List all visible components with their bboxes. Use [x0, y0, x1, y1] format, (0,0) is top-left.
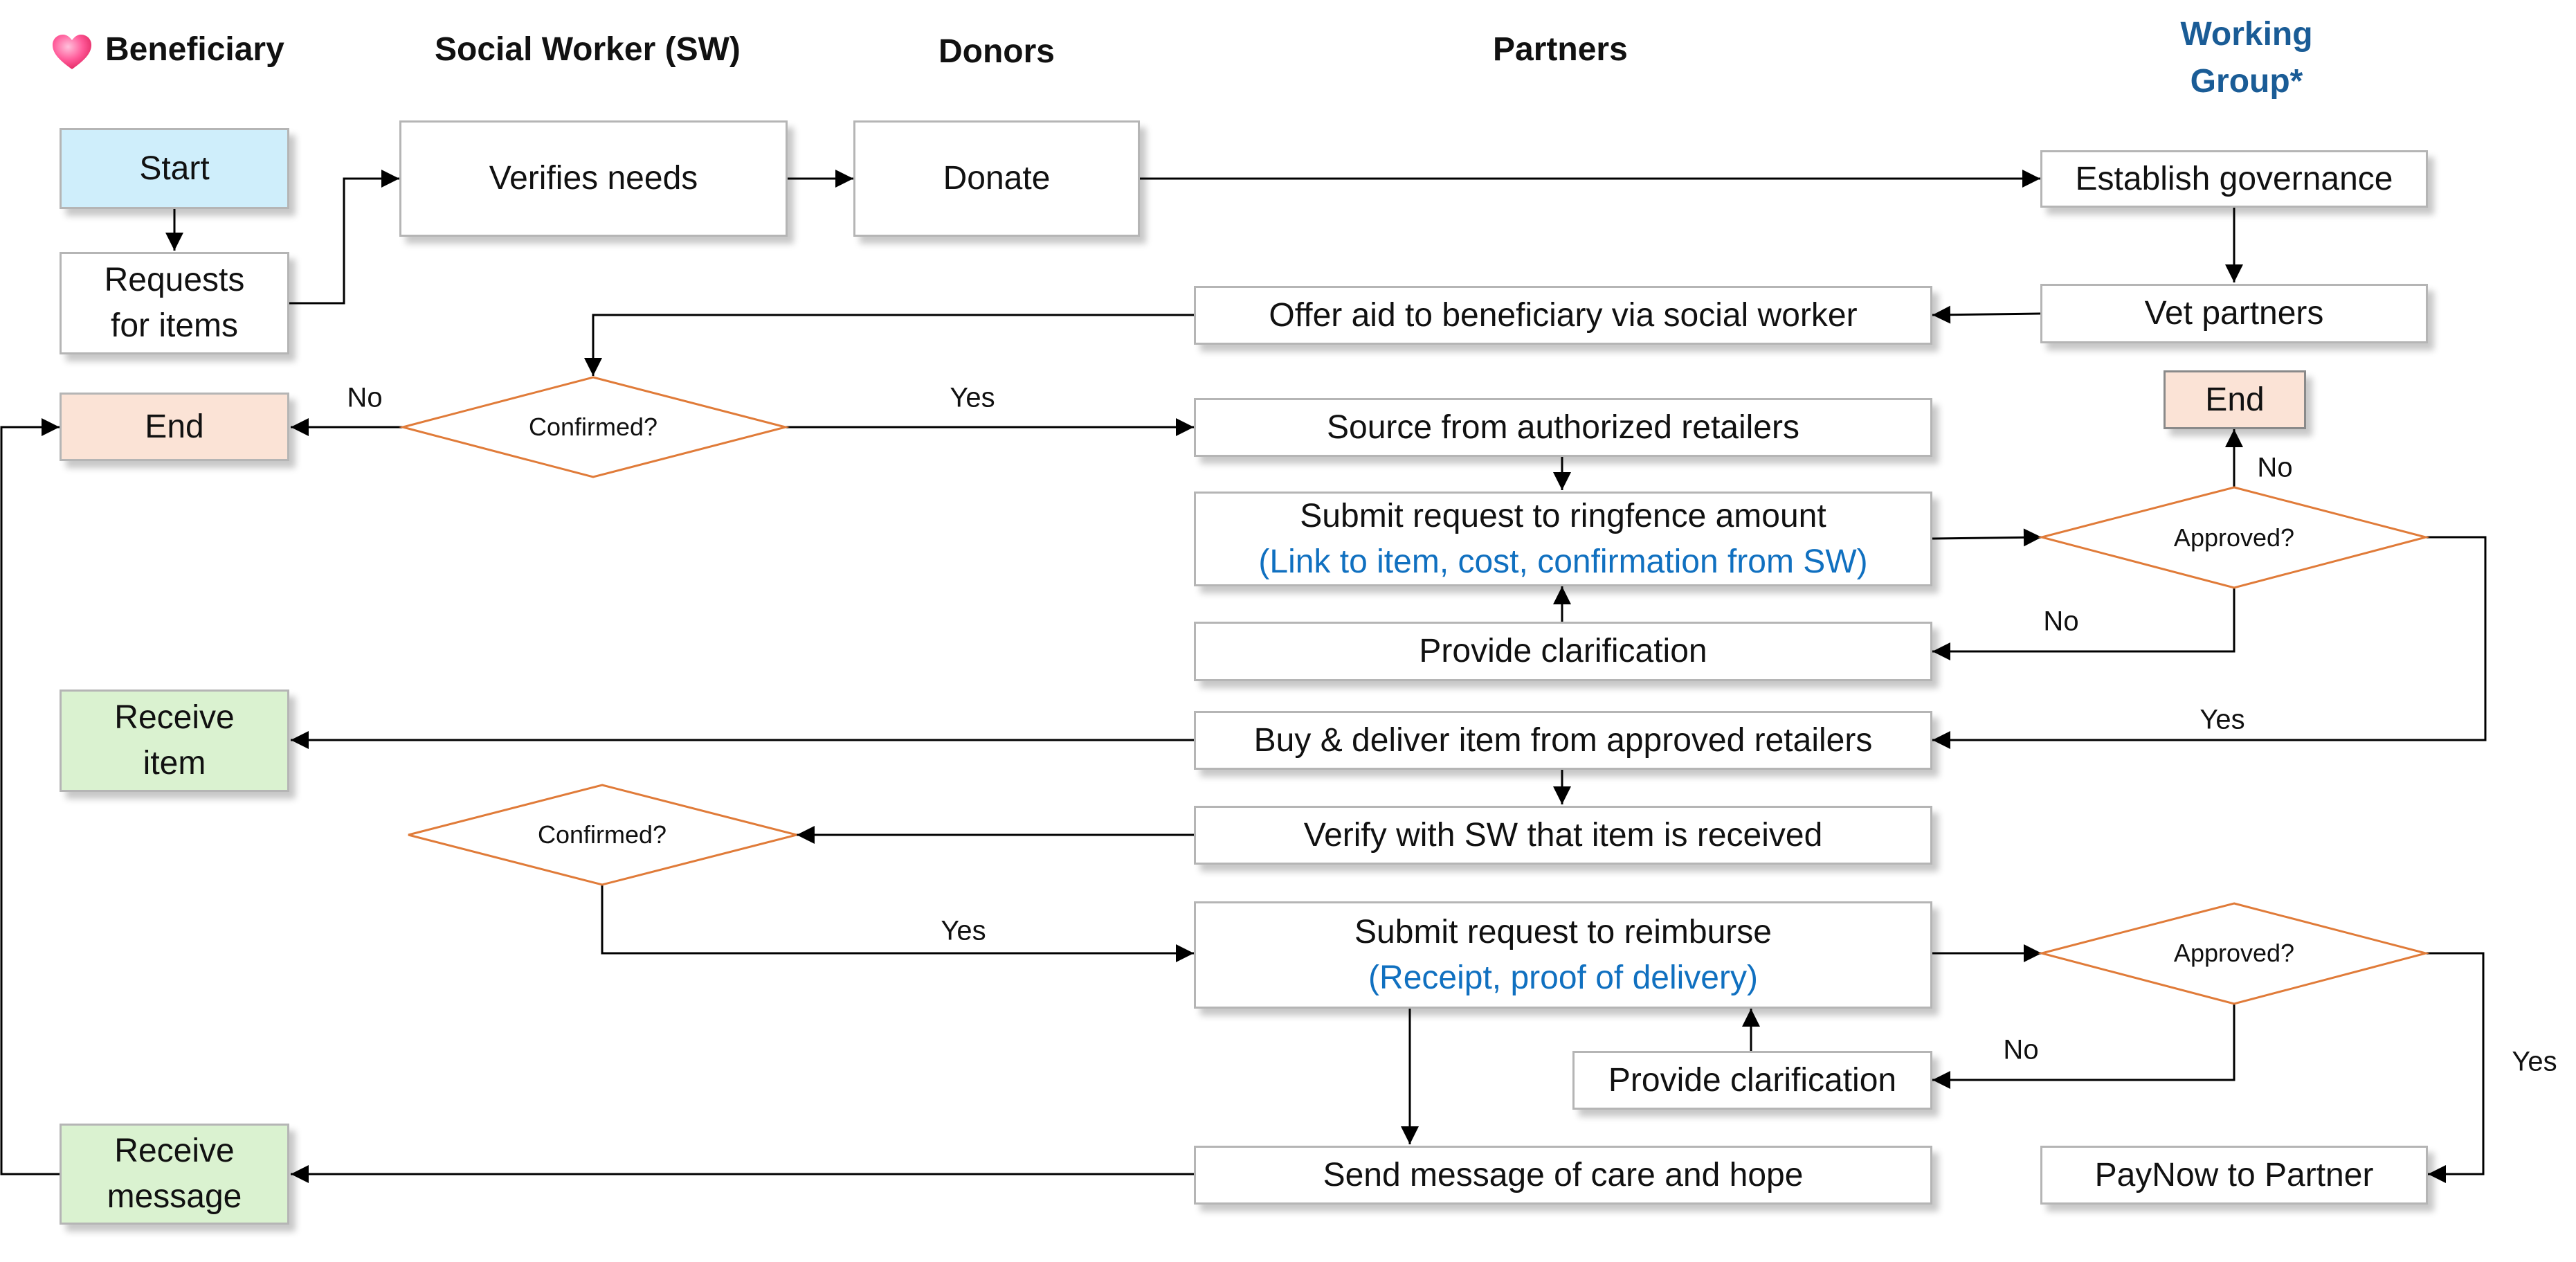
lane-partners: Partners: [1493, 31, 1628, 68]
connector-requests-verifies: [289, 170, 399, 305]
node-vet-partners-label: Vet partners: [2144, 295, 2324, 332]
node-verify-received: Verify with SW that item is received: [1194, 806, 1932, 865]
node-establish-governance: Establish governance: [2040, 150, 2428, 208]
edge-label-no-confirmed-1: No: [347, 382, 383, 413]
node-buy-deliver-label: Buy & deliver item from approved retaile…: [1253, 721, 1873, 759]
node-end-right-label: End: [2205, 381, 2265, 418]
heart-icon: [53, 35, 91, 69]
decision-approved-2: [2038, 902, 2430, 1005]
node-clarification-2-label: Provide clarification: [1608, 1061, 1897, 1099]
node-receive-message: Receive message: [60, 1124, 289, 1225]
connector-approved1-clarify: [1932, 588, 2235, 660]
connector-approved1-buy: [1932, 536, 2487, 749]
node-clarification-1-label: Provide clarification: [1419, 633, 1707, 669]
node-requests-line2: for items: [110, 307, 239, 344]
connector-approved2-clarify: [1932, 1004, 2235, 1089]
node-provide-clarification-2: Provide clarification: [1572, 1051, 1932, 1110]
connector-ringfence-approved1: [1932, 528, 2042, 547]
node-receive-message-line2: message: [107, 1178, 242, 1215]
lane-working-group-line1: Working: [2180, 16, 2313, 53]
decision-confirmed-2: [408, 784, 797, 886]
node-send-message: Send message of care and hope: [1194, 1146, 1932, 1205]
node-donate-label: Donate: [943, 160, 1051, 197]
edge-label-no-approved-1-end: No: [2257, 452, 2293, 483]
node-paynow-label: PayNow to Partner: [2094, 1156, 2374, 1193]
node-ringfence-note: (Link to item, cost, confirmation from S…: [1258, 543, 1868, 580]
node-start: Start: [60, 128, 289, 209]
node-vet-partners: Vet partners: [2040, 284, 2428, 343]
node-provide-clarification-1: Provide clarification: [1194, 622, 1932, 681]
edge-label-yes-confirmed-2: Yes: [941, 915, 986, 946]
decision-confirmed-2-label: Confirmed?: [537, 820, 667, 849]
node-verifies-needs: Verifies needs: [399, 120, 788, 237]
node-receive-item-line2: item: [143, 745, 206, 782]
lane-social-worker: Social Worker (SW): [435, 31, 741, 68]
node-verify-received-label: Verify with SW that item is received: [1303, 816, 1823, 854]
node-verifies-needs-label: Verifies needs: [489, 160, 698, 197]
edge-label-no-approved-1-clarify: No: [2043, 606, 2079, 637]
decision-approved-1: [2038, 486, 2430, 589]
lane-working-group: Working Group*: [2177, 11, 2316, 105]
edge-label-yes-confirmed-1: Yes: [950, 382, 995, 413]
node-paynow: PayNow to Partner: [2040, 1146, 2428, 1205]
decision-approved-1-label: Approved?: [2173, 523, 2295, 552]
node-reimburse-request: Submit request to reimburse (Receipt, pr…: [1194, 901, 1932, 1009]
node-buy-deliver: Buy & deliver item from approved retaile…: [1194, 711, 1932, 770]
connector-vet-offer: [1932, 305, 2041, 324]
node-offer-aid: Offer aid to beneficiary via social work…: [1194, 286, 1932, 345]
lane-beneficiary: Beneficiary: [105, 31, 284, 68]
node-end-left-label: End: [145, 408, 204, 445]
node-ringfence-main: Submit request to ringfence amount: [1300, 497, 1826, 534]
connector-receivemsg-end: [0, 418, 60, 1175]
node-reimburse-main: Submit request to reimburse: [1354, 913, 1772, 950]
connector-confirmed2-reimburse: [601, 885, 1194, 962]
node-receive-item: Receive item: [60, 689, 289, 792]
decision-confirmed-1-label: Confirmed?: [528, 413, 658, 441]
edge-label-yes-approved-2: Yes: [2512, 1046, 2557, 1077]
node-start-label: Start: [139, 150, 210, 187]
decision-approved-2-label: Approved?: [2173, 939, 2295, 967]
node-establish-governance-label: Establish governance: [2075, 160, 2393, 197]
node-requests-for-items: Requests for items: [60, 252, 289, 354]
node-donate: Donate: [853, 120, 1140, 237]
connector-approved2-paynow: [2426, 952, 2485, 1183]
node-source-retailers-label: Source from authorized retailers: [1327, 408, 1799, 446]
node-receive-message-line1: Receive: [114, 1133, 235, 1169]
node-ringfence-request: Submit request to ringfence amount (Link…: [1194, 492, 1932, 586]
node-receive-item-line1: Receive: [114, 699, 235, 736]
node-reimburse-note: (Receipt, proof of delivery): [1368, 959, 1758, 996]
connector-offer-confirmed1: [584, 314, 1194, 376]
lane-donors: Donors: [938, 33, 1055, 70]
lane-working-group-line2: Group*: [2190, 63, 2303, 100]
node-send-message-label: Send message of care and hope: [1323, 1156, 1804, 1193]
node-requests-line1: Requests: [104, 262, 245, 298]
decision-confirmed-1: [399, 376, 790, 478]
node-end-left: End: [60, 393, 289, 461]
node-offer-aid-label: Offer aid to beneficiary via social work…: [1269, 296, 1858, 334]
edge-label-no-approved-2: No: [2003, 1034, 2039, 1065]
edge-label-yes-approved-1: Yes: [2199, 704, 2245, 735]
node-end-right: End: [2164, 370, 2306, 429]
node-source-retailers: Source from authorized retailers: [1194, 398, 1932, 457]
